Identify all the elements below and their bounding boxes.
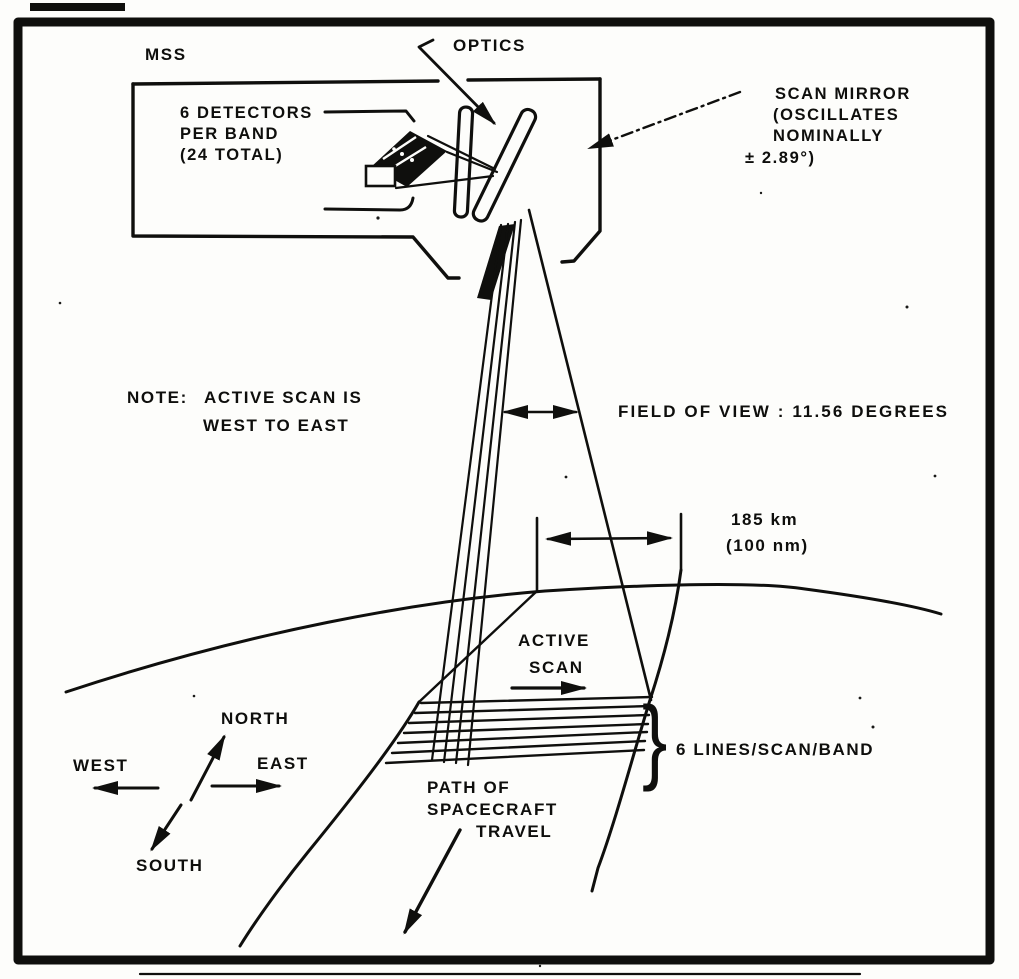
active-scan-note: NOTE: ACTIVE SCAN IS WEST TO EAST	[127, 388, 362, 435]
mss-housing-box	[131, 77, 602, 280]
scan-artifact	[30, 3, 125, 11]
compass-east-label: EAST	[257, 754, 309, 773]
lower-baffle-line	[323, 196, 415, 212]
active-scan-line-2: SCAN	[529, 658, 584, 677]
detector-count-line-1: 6 DETECTORS	[180, 104, 313, 122]
path-label-line-3: TRAVEL	[476, 822, 552, 841]
compass-west-label: WEST	[73, 756, 129, 775]
optics-callout-arrow	[417, 38, 497, 126]
note-prefix: NOTE:	[127, 388, 188, 407]
earth-horizon-curve	[64, 582, 943, 694]
swath-left-projection-line	[417, 589, 539, 704]
scan-mirror-label-line-1: SCAN MIRROR	[775, 85, 911, 103]
detector-assembly	[364, 131, 499, 190]
field-of-view-label: FIELD OF VIEW : 11.56 DEGREES	[618, 402, 949, 421]
scan-mirror	[471, 107, 538, 223]
ground-track-left-edge	[238, 700, 421, 948]
swath-width-dimension	[417, 512, 683, 704]
compass-south-label: SOUTH	[136, 856, 204, 875]
compass-north-label: NORTH	[221, 709, 289, 728]
active-scan-line-1: ACTIVE	[518, 631, 590, 650]
active-scan-label: ACTIVE SCAN	[518, 631, 590, 677]
compass-south-arrow	[150, 803, 183, 852]
scan-ray-bundle	[430, 218, 523, 767]
swath-width-line-1: 185 km	[731, 510, 798, 529]
scan-mirror-label-line-4: ± 2.89°)	[745, 149, 816, 167]
page-border	[13, 3, 995, 976]
path-label-line-1: PATH OF	[427, 778, 510, 797]
optics-lens	[452, 105, 475, 219]
note-line-2: WEST TO EAST	[203, 416, 349, 435]
detector-count-line-3: (24 TOTAL)	[180, 146, 283, 164]
compass-labels: NORTH WEST EAST SOUTH	[73, 709, 309, 875]
compass-rose	[92, 734, 282, 852]
upper-baffle-line	[323, 109, 416, 123]
scan-band-lines	[384, 695, 654, 765]
swath-width-line-2: (100 nm)	[726, 536, 809, 555]
scan-mirror-label-line-3: NOMINALLY	[773, 127, 884, 145]
detector-optical-rays	[394, 134, 499, 190]
scan-mirror-label-line-2: (OSCILLATES	[773, 106, 899, 124]
swath-width-label: 185 km (100 nm)	[726, 510, 809, 555]
spacecraft-travel-arrow	[403, 828, 462, 935]
lines-per-scan-label: 6 LINES/SCAN/BAND	[676, 740, 874, 759]
spacecraft-path-label: PATH OF SPACECRAFT TRAVEL	[427, 778, 558, 841]
scan-mirror-callout-arrow	[587, 90, 742, 150]
path-label-line-2: SPACECRAFT	[427, 800, 558, 819]
note-line-1: ACTIVE SCAN IS	[204, 388, 362, 407]
detector-count-label: 6 DETECTORS PER BAND (24 TOTAL)	[180, 104, 313, 164]
ground-track-right-edge	[590, 568, 683, 893]
optics-label: OPTICS	[453, 36, 526, 55]
compass-north-arrow	[189, 734, 226, 802]
fov-right-ray	[527, 208, 653, 702]
scan-specks	[58, 191, 937, 968]
scan-mirror-label: SCAN MIRROR (OSCILLATES NOMINALLY ± 2.89…	[745, 85, 911, 167]
mss-label: MSS	[145, 45, 187, 64]
detector-count-line-2: PER BAND	[180, 125, 279, 143]
scan-band-brace: }	[642, 687, 667, 793]
